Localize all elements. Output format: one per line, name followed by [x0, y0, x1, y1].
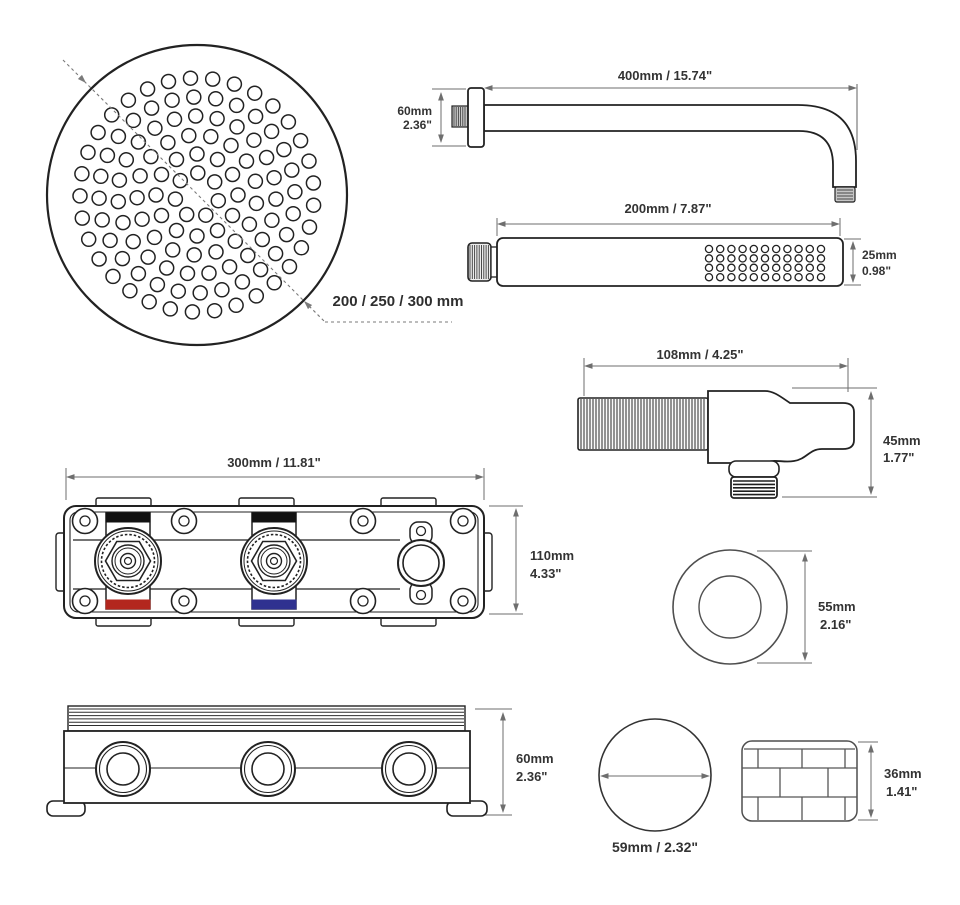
arm-wall-thread-hatch — [453, 107, 466, 126]
escutcheon-ring-view: 55mm 2.16" — [672, 549, 856, 665]
valve-height-in-label: 4.33" — [530, 566, 561, 581]
box-valve-knobs — [95, 741, 437, 797]
box-depth-mm-label: 60mm — [516, 751, 554, 766]
diameter-dashed-line — [62, 59, 326, 323]
valve-cartridges — [94, 512, 308, 610]
holder-outlet-neck — [728, 460, 780, 478]
valve-width-label: 300mm / 11.81" — [227, 455, 321, 470]
arm-flange-dimension — [432, 88, 466, 147]
handle-side-view: 36mm 1.41" — [741, 740, 922, 822]
head-diameter-label: 200 / 250 / 300 mm — [333, 293, 464, 310]
holder-height-dimension — [782, 387, 877, 498]
shower-head-face — [45, 43, 349, 347]
arm-length-dimension — [486, 84, 858, 150]
dimension-arrowheads — [66, 74, 874, 818]
knob-face-circle — [598, 718, 712, 832]
holder-outlet-thread-lines — [733, 480, 775, 496]
wand-diameter-mm-label: 25mm — [862, 248, 897, 262]
valve-height-dimension — [489, 505, 523, 615]
wand-diameter-in-label: 0.98" — [862, 264, 891, 278]
wand-nozzle-holes — [704, 244, 826, 282]
arm-outlet-thread — [834, 186, 856, 203]
box-feet — [46, 800, 488, 817]
hand-shower-side-view: 200mm / 7.87" 25mm 0.98" — [467, 201, 897, 287]
valve-width-dimension — [65, 468, 485, 500]
box-depth-in-label: 2.36" — [516, 769, 547, 784]
shower-arm-side-view: 400mm / 15.74" 60mm 2.36" — [397, 68, 858, 203]
valve-height-mm-label: 110mm — [530, 548, 574, 563]
escutcheon-in-label: 2.16" — [820, 617, 851, 632]
arm-flange-in-label: 2.36" — [403, 118, 432, 132]
shower-head-nozzle-holes — [72, 70, 322, 320]
handle-knurl-pattern — [742, 748, 857, 820]
holder-length-label: 108mm / 4.25" — [656, 347, 743, 362]
escutcheon-inner — [698, 575, 762, 639]
holder-height-in-label: 1.77" — [883, 450, 914, 465]
escutcheon-dimension — [757, 550, 812, 664]
box-depth-dimension — [475, 708, 512, 816]
wand-inlet-thread-hatch — [469, 245, 489, 279]
holder-pipe-thread-hatch — [580, 399, 705, 449]
wand-length-dimension — [496, 218, 841, 236]
arm-length-label: 400mm / 15.74" — [618, 68, 712, 83]
handle-depth-dimension — [858, 741, 878, 821]
handle-depth-mm-label: 36mm — [884, 766, 922, 781]
valve-body-inner-edge — [69, 511, 479, 613]
valve-outlet-port — [397, 521, 445, 605]
arm-wall-flange — [467, 87, 485, 148]
arm-tube — [483, 104, 857, 188]
arm-flange-mm-label: 60mm — [397, 104, 432, 118]
holder-body-and-cradle — [707, 390, 855, 464]
holder-length-dimension — [583, 358, 849, 396]
valve-screw-holes — [71, 507, 477, 615]
knob-face-diameter-label: 59mm / 2.32" — [612, 839, 698, 855]
arm-outlet-thread-hatch — [837, 189, 853, 200]
valve-front-view: 300mm / 11.81" 110mm 4.33" — [55, 455, 574, 627]
box-rib-lines — [69, 708, 464, 726]
escutcheon-mm-label: 55mm — [818, 599, 856, 614]
knob-face-view: 59mm / 2.32" — [598, 718, 712, 855]
shower-holder-side-view: 108mm / 4.25" 45mm 1.77" — [577, 347, 921, 499]
holder-height-mm-label: 45mm — [883, 433, 921, 448]
handle-depth-in-label: 1.41" — [886, 784, 917, 799]
wand-length-label: 200mm / 7.87" — [624, 201, 711, 216]
handle-block — [741, 740, 858, 822]
valve-side-view: 60mm 2.36" — [46, 705, 554, 817]
shower-head-top-view: 200 / 250 / 300 mm — [45, 43, 464, 347]
